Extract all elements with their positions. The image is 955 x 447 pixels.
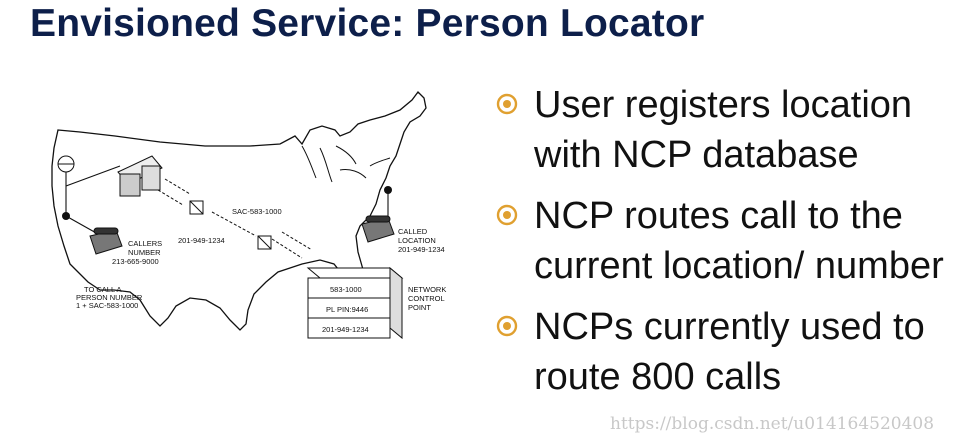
connection-lines	[65, 164, 389, 235]
called-phone-icon	[361, 215, 395, 243]
called-label: CALLED	[398, 227, 428, 236]
slide-title: Envisioned Service: Person Locator	[30, 2, 705, 45]
sac-number-label: SAC-583-1000	[232, 207, 282, 216]
node-dot	[62, 212, 70, 220]
callers-number: 213-665-9000	[112, 257, 159, 266]
bullet-item: User registers location with NCP databas…	[494, 80, 954, 180]
ncp-row: PL PIN:9446	[326, 305, 368, 314]
ncp-label: POINT	[408, 303, 431, 312]
switch-box	[189, 200, 272, 250]
ncp-row: 201-949-1234	[322, 325, 369, 334]
callers-label: CALLERS	[128, 239, 162, 248]
ncp-label: NETWORK	[408, 285, 446, 294]
to-call-label: 1 + SAC-583-1000	[76, 301, 138, 310]
switch-console-icon	[117, 155, 163, 197]
watermark: https://blog.csdn.net/u014164520408	[610, 414, 935, 434]
circle-bullet-icon	[496, 204, 518, 226]
bullet-text: NCPs currently used to route 800 calls	[534, 306, 925, 398]
circle-bullet-icon	[496, 315, 518, 337]
ncp-database-box	[306, 266, 404, 340]
ncp-label: CONTROL	[408, 294, 445, 303]
bullet-list: User registers location with NCP databas…	[494, 80, 954, 413]
ncp-row: 583-1000	[330, 285, 362, 294]
circle-bullet-icon	[496, 93, 518, 115]
bullet-item: NCP routes call to the current location/…	[494, 191, 954, 291]
callers-label: NUMBER	[128, 248, 161, 257]
called-label: LOCATION	[398, 236, 436, 245]
to-call-label: TO CALL A	[84, 285, 122, 294]
great-lakes	[301, 145, 391, 183]
caller-phone-icon	[89, 227, 123, 255]
person-locator-diagram: SAC-583-1000 201-949-1234 CALLERS NUMBER…	[51, 91, 446, 340]
node-dot	[384, 186, 392, 194]
route-number-label: 201-949-1234	[178, 236, 225, 245]
signal-arrows	[157, 178, 313, 259]
to-call-label: PERSON NUMBER	[76, 293, 143, 302]
bullet-text: User registers location with NCP databas…	[534, 84, 913, 176]
bullet-text: NCP routes call to the current location/…	[534, 195, 944, 287]
called-number: 201-949-1234	[398, 245, 445, 254]
bullet-item: NCPs currently used to route 800 calls	[494, 302, 954, 402]
